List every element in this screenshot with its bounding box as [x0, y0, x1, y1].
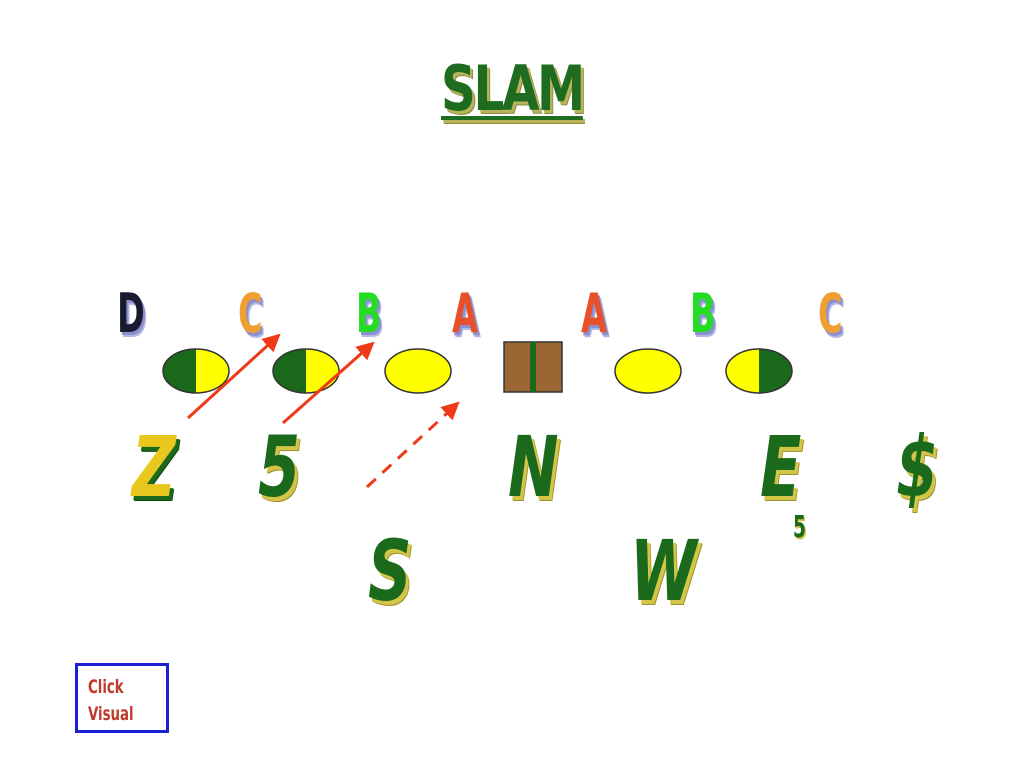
gap-label-d: D: [117, 282, 145, 345]
five-stunt-arrow: [282, 341, 375, 425]
title-text: SLAM: [441, 52, 585, 125]
gap-label-a-right: A: [581, 282, 607, 345]
z-stunt-arrow: [186, 333, 281, 420]
offensive-center: [503, 341, 563, 393]
gap-label-c-right: C: [818, 282, 843, 345]
offensive-lineman-lt: [272, 348, 340, 394]
button-line-2: Visual: [88, 703, 134, 725]
gap-label-b-left: B: [356, 282, 382, 345]
offensive-lineman-rt: [725, 348, 793, 394]
offensive-lineman-rg: [614, 348, 682, 394]
gap-label-c-left: C: [238, 282, 263, 345]
defender-n: N: [508, 418, 559, 516]
defender-five: 5: [258, 418, 301, 516]
gap-label-b-right: B: [690, 282, 716, 345]
s-blitz-arrow: [365, 401, 460, 489]
technique-label: 5: [793, 510, 806, 545]
click-visual-button[interactable]: Click Visual: [75, 663, 169, 733]
defender-w: W: [630, 522, 697, 620]
defender-s: S: [368, 522, 412, 620]
defender-z: Z: [132, 418, 176, 516]
defender-e: E: [760, 418, 802, 516]
button-line-1: Click: [88, 676, 124, 698]
defender-dollar: $: [896, 418, 939, 516]
offensive-lineman-lg: [384, 348, 452, 394]
page-title: SLAM: [0, 52, 1024, 125]
gap-label-a-left: A: [452, 282, 478, 345]
